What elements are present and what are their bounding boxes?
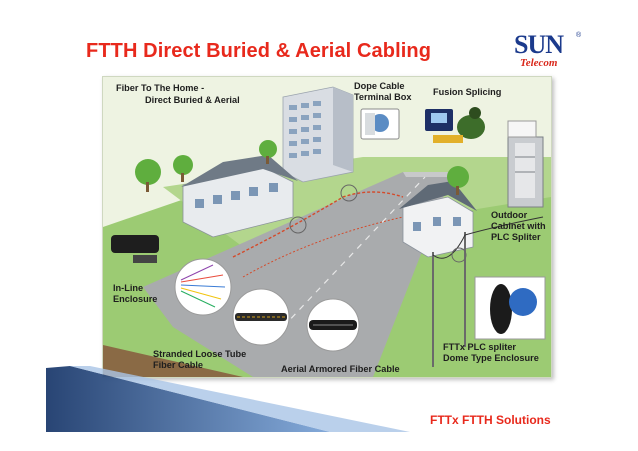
trees xyxy=(135,140,469,195)
inline-enclosure-label-2: Enclosure xyxy=(113,294,158,304)
road xyxy=(143,172,453,377)
road-centerline xyxy=(282,176,426,328)
footer-solutions-text: FTTx FTTH Solutions xyxy=(430,413,551,427)
buried-cable xyxy=(232,191,404,258)
terminal-box-image xyxy=(360,108,400,140)
buried-cable-2 xyxy=(242,216,404,278)
logo-subtitle: Telecom xyxy=(520,57,558,69)
outdoor-cabinet-label-1: Outdoor xyxy=(491,210,528,220)
aerial-cable xyxy=(432,216,544,259)
ftth-illustration xyxy=(103,86,551,377)
soil-edge xyxy=(103,345,243,377)
caption-line2: Direct Buried & Aerial xyxy=(145,95,240,105)
outdoor-cabinet-label-3: PLC Spliter xyxy=(491,232,541,242)
slide-title: FTTH Direct Buried & Aerial Cabling xyxy=(86,40,432,62)
caption-line1: Fiber To The Home - xyxy=(116,83,205,93)
ftth-diagram-panel: Fiber To The Home - Direct Buried & Aeri… xyxy=(102,76,552,378)
fttx-plc-label-2: Dome Type Enclosure xyxy=(443,353,539,363)
fttx-plc-label-1: FTTx PLC spliter xyxy=(443,342,516,352)
stranded-tube-label-1: Stranded Loose Tube xyxy=(153,349,247,359)
dome-enclosure-image xyxy=(474,276,546,340)
fusion-splicing-image xyxy=(425,107,485,143)
road-shoulder xyxy=(403,172,455,177)
dope-cable-label-1: Dope Cable xyxy=(354,81,405,91)
stranded-tube-label-2: Fiber Cable xyxy=(153,360,204,370)
swoosh-dark xyxy=(46,366,330,432)
armored-cable-image xyxy=(306,298,360,352)
swoosh-light xyxy=(70,366,410,432)
outdoor-cabinet-image xyxy=(507,120,544,208)
inline-enclosure-image xyxy=(111,235,159,263)
logo-registered-mark: ® xyxy=(576,32,582,39)
logo-brand: SUN xyxy=(514,30,564,59)
aerial-armored-label: Aerial Armored Fiber Cable xyxy=(281,364,400,374)
sun-telecom-logo: SUN ® Telecom xyxy=(514,32,584,76)
dope-cable-label-2: Terminal Box xyxy=(354,92,412,102)
inline-enclosure-label-1: In-Line xyxy=(113,283,144,293)
callout-circles xyxy=(289,184,467,263)
fusion-splicing-label: Fusion Splicing xyxy=(433,87,502,97)
outdoor-cabinet-label-2: Cabinet with xyxy=(491,221,546,231)
apartment-building xyxy=(282,86,354,183)
stranded-cable-image xyxy=(174,258,232,316)
loose-tube-image xyxy=(232,288,290,346)
